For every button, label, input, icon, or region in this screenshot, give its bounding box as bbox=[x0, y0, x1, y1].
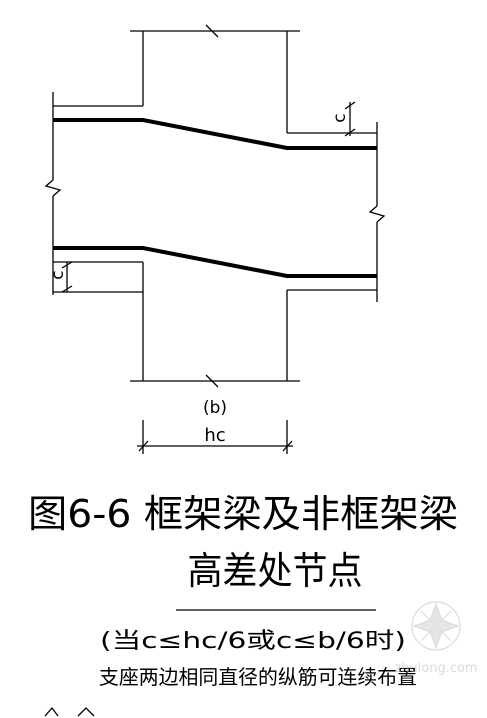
dimension-hc-tick-right bbox=[282, 440, 293, 452]
figure-title-line1: 图6-6 框架梁及非框架梁 bbox=[28, 492, 458, 536]
dimension-c-bottom-tick-upper bbox=[61, 261, 73, 269]
dimension-c-top-label: c bbox=[330, 113, 350, 122]
bottom-longitudinal-rebar bbox=[53, 246, 377, 278]
lower-column bbox=[130, 262, 300, 388]
top-longitudinal-rebar bbox=[53, 118, 377, 150]
column-width-b-label: (b) bbox=[203, 398, 227, 418]
reinforcement-note: 支座两边相同直径的纵筋可连续布置 bbox=[99, 665, 417, 689]
cropped-glyph-fragment bbox=[44, 706, 59, 717]
watermark-logo bbox=[411, 601, 461, 651]
dimension-hc bbox=[137, 420, 293, 454]
right-beam bbox=[287, 122, 386, 302]
cropped-glyph-fragment-2 bbox=[77, 707, 95, 717]
dimension-c-bottom: c bbox=[48, 261, 143, 293]
dimension-c-top-tick-upper bbox=[344, 101, 356, 110]
figure-title-line2: 高差处节点 bbox=[188, 549, 363, 593]
dimension-c-top: c bbox=[330, 101, 356, 137]
condition-note: (当c≤hc/6或c≤b/6时) bbox=[100, 629, 406, 654]
dimension-c-bottom-tick-lower bbox=[61, 285, 73, 293]
watermark-text: zhulong.com bbox=[394, 661, 477, 676]
dimension-c-top-tick-lower bbox=[344, 128, 356, 137]
watermark: zhulong.com bbox=[394, 601, 478, 676]
dimension-c-bottom-label: c bbox=[48, 270, 68, 279]
left-beam-break-mark bbox=[44, 179, 62, 197]
upper-column bbox=[130, 24, 300, 133]
right-beam-break-mark bbox=[368, 205, 386, 223]
dimension-hc-tick-left bbox=[138, 440, 149, 452]
column-depth-hc-label: hc bbox=[204, 425, 225, 446]
left-beam bbox=[44, 92, 143, 295]
